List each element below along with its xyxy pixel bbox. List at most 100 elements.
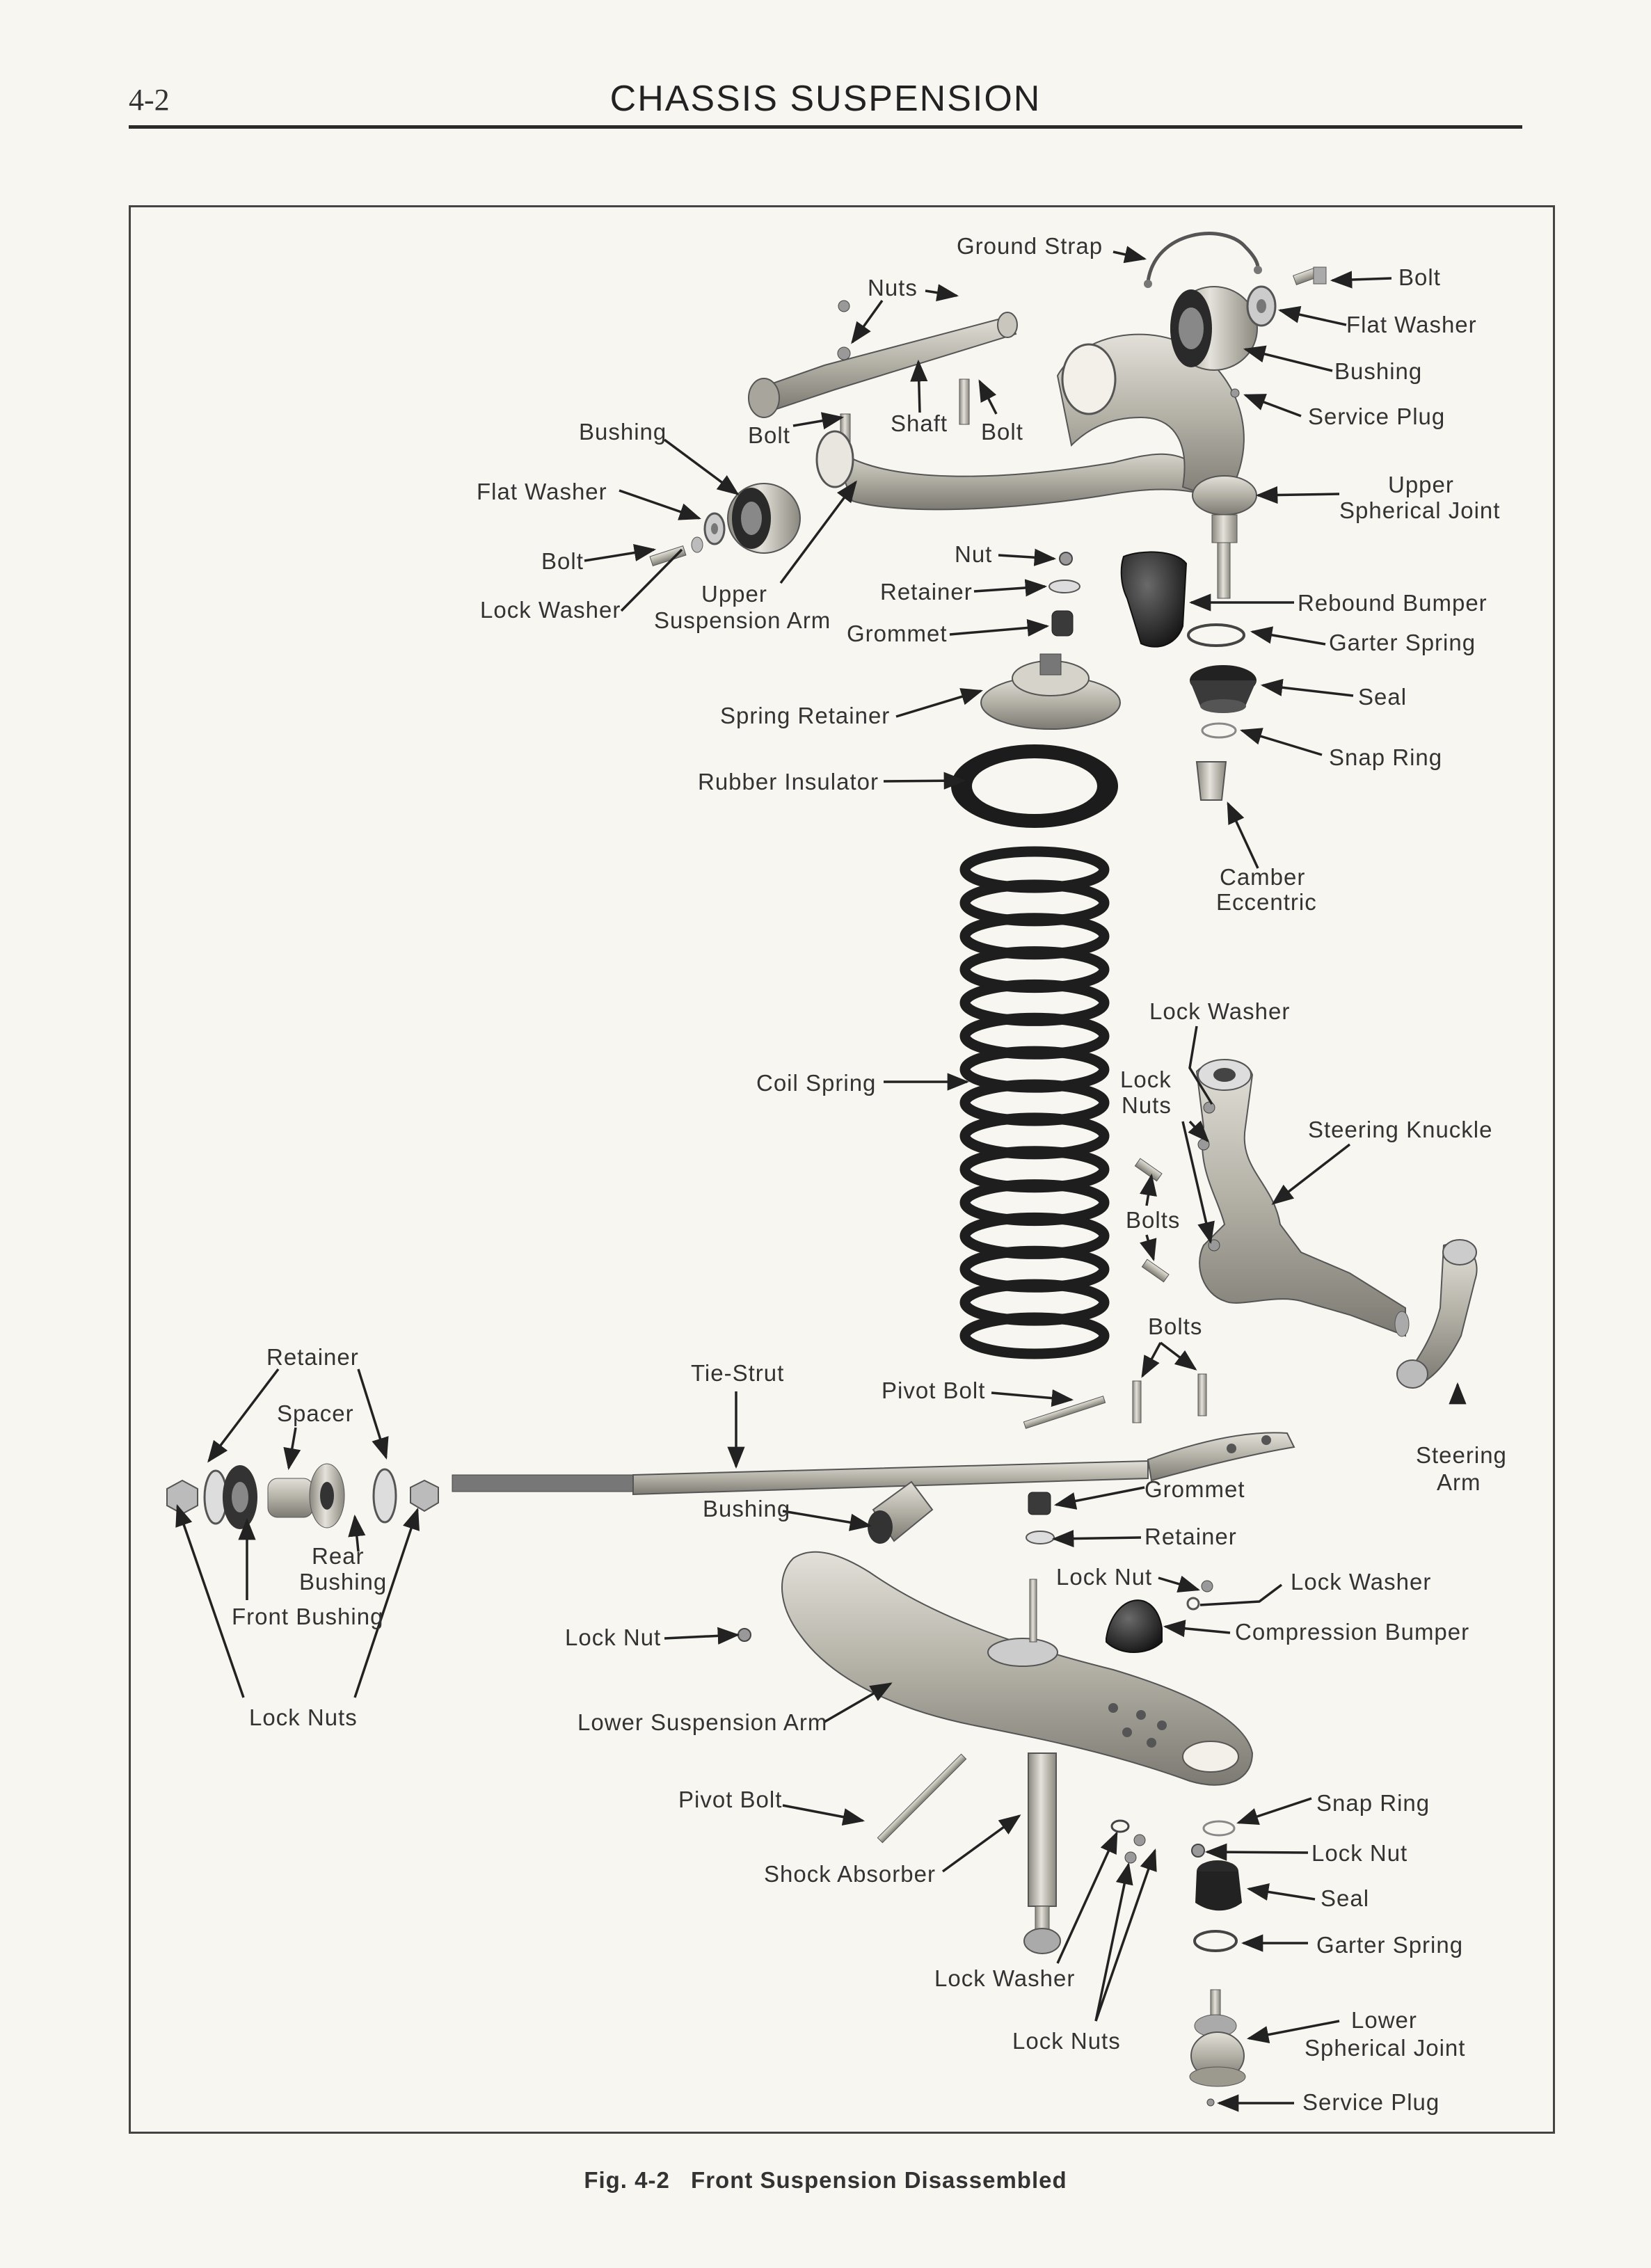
label-bushing-left: Bushing [579,419,667,445]
label-steering-knuckle: Steering Knuckle [1308,1117,1492,1142]
label-ground-strap: Ground Strap [957,233,1103,259]
label-bolt-left: Bolt [541,548,584,574]
retainer-upper-part [1048,580,1080,593]
camber-eccentric-part [1195,761,1227,801]
grommet-upper-part [1051,610,1074,637]
left-bushing-part [727,483,801,554]
label-rear-bushing-1: Rear [312,1543,365,1569]
label-seal-upper: Seal [1358,684,1407,710]
label-service-plug-top: Service Plug [1308,404,1445,429]
label-lock-washer-bottom: Lock Washer [934,1965,1075,1991]
seal-lower-part [1195,1860,1242,1911]
lower-spherical-joint-part [1189,1989,1246,2087]
label-bolts-knuckle: Bolts [1126,1207,1180,1233]
label-upper-suspension-arm-1: Upper [701,581,767,607]
figure-caption: Fig. 4-2 Front Suspension Disassembled [0,2167,1651,2194]
label-snap-ring-upper: Snap Ring [1329,744,1442,770]
label-camber-eccentric-1: Camber [1220,864,1305,890]
label-garter-spring-lower: Garter Spring [1316,1932,1463,1958]
label-bolt-top-right: Bolt [1398,264,1441,290]
garter-spring-upper-part [1187,623,1245,647]
ground-strap-part [1146,232,1260,282]
label-lower-spherical-joint-2: Spherical Joint [1305,2035,1465,2061]
label-lower-suspension-arm: Lower Suspension Arm [577,1709,827,1735]
caption-text: Front Suspension Disassembled [691,2167,1067,2193]
snap-ring-upper-part [1201,722,1237,739]
label-nut-upper: Nut [955,541,992,567]
caption-figure-number: Fig. 4-2 [584,2167,670,2193]
label-compression-bumper: Compression Bumper [1235,1619,1469,1645]
label-rubber-insulator: Rubber Insulator [698,769,879,794]
upper-spherical-joint-part [1192,475,1257,599]
label-lock-nut-arm: Lock Nut [1056,1564,1152,1590]
label-rebound-bumper: Rebound Bumper [1298,590,1488,616]
label-retainer-upper: Retainer [880,579,973,605]
lower-bolt-1-part [1132,1380,1142,1423]
label-lock-nuts-left: Lock Nuts [249,1704,358,1730]
page-title: CHASSIS SUSPENSION [609,79,1042,119]
label-lock-nut-lower-right: Lock Nut [1311,1840,1407,1866]
upper-suspension-arm-part [815,333,1245,511]
label-retainer-lower: Retainer [1144,1524,1237,1549]
label-bolts-lower: Bolts [1148,1313,1202,1339]
label-spring-retainer: Spring Retainer [720,703,890,728]
label-nuts: Nuts [868,275,918,301]
label-bushing-top-right: Bushing [1334,358,1422,384]
label-lock-nuts-knuckle-2: Nuts [1122,1092,1172,1118]
top-right-bolt-part [1292,266,1327,286]
label-upper-spherical-joint-2: Spherical Joint [1339,497,1500,523]
label-bushing-strut: Bushing [703,1496,790,1522]
label-camber-eccentric-2: Eccentric [1216,889,1317,915]
label-retainer-left: Retainer [266,1344,359,1370]
label-lock-washer-knuckle: Lock Washer [1149,998,1290,1024]
rebound-bumper-part [1120,551,1188,648]
pivot-bolt-lower-part [877,1753,967,1844]
spring-retainer-part [980,653,1121,730]
label-lower-spherical-joint-1: Lower [1351,2007,1417,2033]
lock-washer-bottom-part [1110,1819,1130,1833]
label-flat-washer-top-right: Flat Washer [1346,312,1477,337]
label-grommet-lower: Grommet [1144,1476,1245,1502]
retainer-lower-part [1026,1531,1055,1544]
lower-bolt-2-part [1197,1373,1207,1416]
seal-upper-part [1190,665,1257,713]
coil-spring-loop [959,1312,1110,1359]
label-shock-absorber: Shock Absorber [764,1861,936,1887]
leader-arrows [175,246,1467,2112]
label-coil-spring: Coil Spring [756,1070,876,1096]
label-lock-nut-left: Lock Nut [565,1624,661,1650]
label-seal-lower: Seal [1321,1885,1369,1911]
compression-bumper-part [1106,1599,1163,1653]
nut-upper-part [1059,552,1073,566]
lock-nut-bottom-2-part [1133,1834,1146,1846]
figure-frame [129,205,1555,2134]
garter-spring-lower-part [1193,1930,1238,1952]
service-plug-top-part [1230,388,1240,398]
label-garter-spring-upper: Garter Spring [1329,630,1476,655]
label-pivot-bolt-upper: Pivot Bolt [882,1377,985,1403]
header-rule [129,125,1522,129]
shock-absorber-part [1023,1752,1061,1954]
strut-bushing-part [868,1480,934,1544]
knuckle-bolt-1-part [1134,1158,1163,1182]
label-lock-nuts-bottom: Lock Nuts [1012,2028,1121,2054]
page-number: 4-2 [129,83,170,117]
lock-nut-arm-part [737,1628,751,1642]
label-pivot-bolt-lower: Pivot Bolt [678,1787,782,1812]
label-front-bushing: Front Bushing [232,1604,383,1629]
service-plug-bottom-part [1206,2098,1215,2107]
lock-nut-bottom-1-part [1124,1851,1137,1864]
coil-spring-part [959,846,1110,1359]
label-steering-arm-1: Steering [1416,1442,1507,1468]
pivot-bolt-upper-part [1023,1396,1106,1429]
label-service-plug-bottom: Service Plug [1302,2089,1439,2115]
label-spacer: Spacer [277,1400,354,1426]
lower-suspension-arm-part [781,1551,1254,1786]
label-shaft: Shaft [891,410,948,436]
upper-shaft-part [748,300,1018,418]
label-snap-ring-lower: Snap Ring [1316,1790,1430,1816]
rubber-insulator-part [951,744,1118,828]
label-lock-nuts-knuckle-1: Lock [1120,1067,1172,1092]
label-grommet-upper: Grommet [847,621,948,646]
